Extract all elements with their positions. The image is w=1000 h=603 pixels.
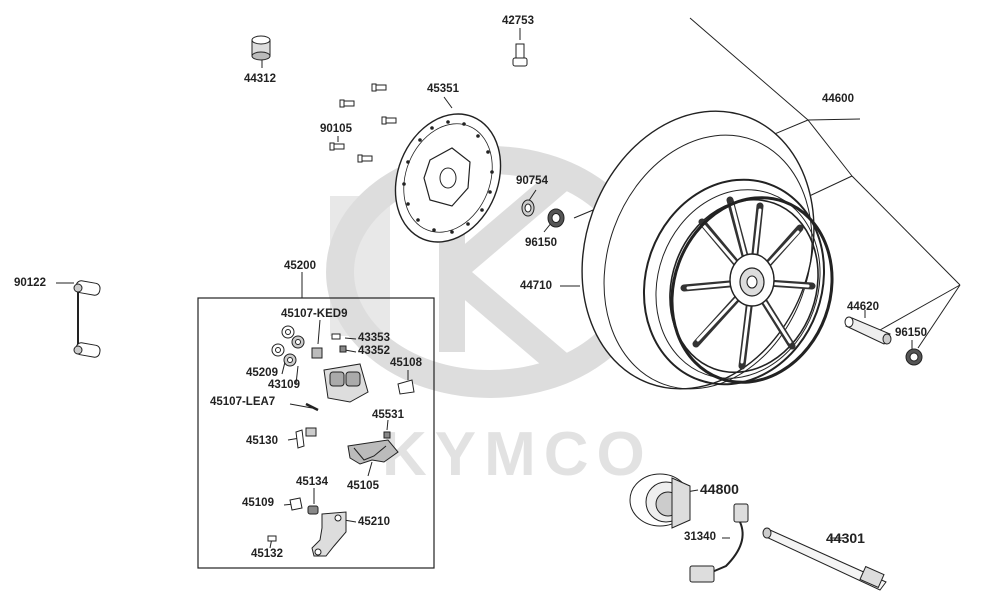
part-label-45210: 45210	[358, 516, 390, 528]
caliper-parts	[267, 325, 415, 557]
part-label-44312: 44312	[244, 73, 276, 85]
kymco-watermark-text: KYMCO	[382, 420, 653, 489]
part-label-44620: 44620	[847, 301, 879, 313]
part-label-45107-lea7: 45107-LEA7	[210, 396, 276, 408]
spacer-44620	[844, 316, 892, 345]
part-label-45209: 45209	[246, 367, 278, 379]
part-label-45108: 45108	[390, 357, 422, 369]
part-label-45107-ked9: 45107-KED9	[281, 308, 348, 320]
part-label-43109: 43109	[268, 379, 300, 391]
part-label-44301: 44301	[826, 530, 865, 546]
caliper-group-box	[197, 297, 435, 569]
speedometer-gear-44800	[629, 473, 691, 529]
part-label-31340: 31340	[684, 531, 716, 543]
link-rod-90122	[73, 280, 101, 358]
part-label-45105: 45105	[347, 480, 379, 492]
part-label-43353: 43353	[358, 332, 390, 344]
part-label-45109: 45109	[242, 497, 274, 509]
part-label-45351: 45351	[427, 83, 459, 95]
part-label-96150: 96150	[525, 237, 557, 249]
part-label-96150-right: 96150	[895, 327, 927, 339]
part-label-45531: 45531	[372, 409, 404, 421]
part-label-90754: 90754	[516, 175, 548, 187]
disc-bolts-90105	[329, 83, 397, 163]
bearing-96150-right	[905, 348, 923, 366]
brake-disc	[394, 113, 502, 243]
part-label-45130: 45130	[246, 435, 278, 447]
bolt-42753	[512, 43, 528, 67]
part-label-90105: 90105	[320, 123, 352, 135]
part-label-45132: 45132	[251, 548, 283, 560]
part-label-44710: 44710	[520, 280, 552, 292]
rear-wheel-assembly	[581, 110, 834, 390]
group-label-45200: 45200	[284, 260, 316, 272]
part-label-45134: 45134	[296, 476, 328, 488]
collar-44312	[251, 35, 271, 61]
sensor-cable-31340	[689, 503, 749, 583]
part-label-90122: 90122	[14, 277, 46, 289]
part-label-43352: 43352	[358, 345, 390, 357]
axle-44301	[762, 527, 887, 591]
bearing-96150-left	[547, 208, 565, 228]
part-label-44800: 44800	[700, 481, 739, 497]
part-label-42753: 42753	[502, 15, 534, 27]
seal-90754	[521, 199, 535, 217]
part-label-44600: 44600	[822, 93, 854, 105]
